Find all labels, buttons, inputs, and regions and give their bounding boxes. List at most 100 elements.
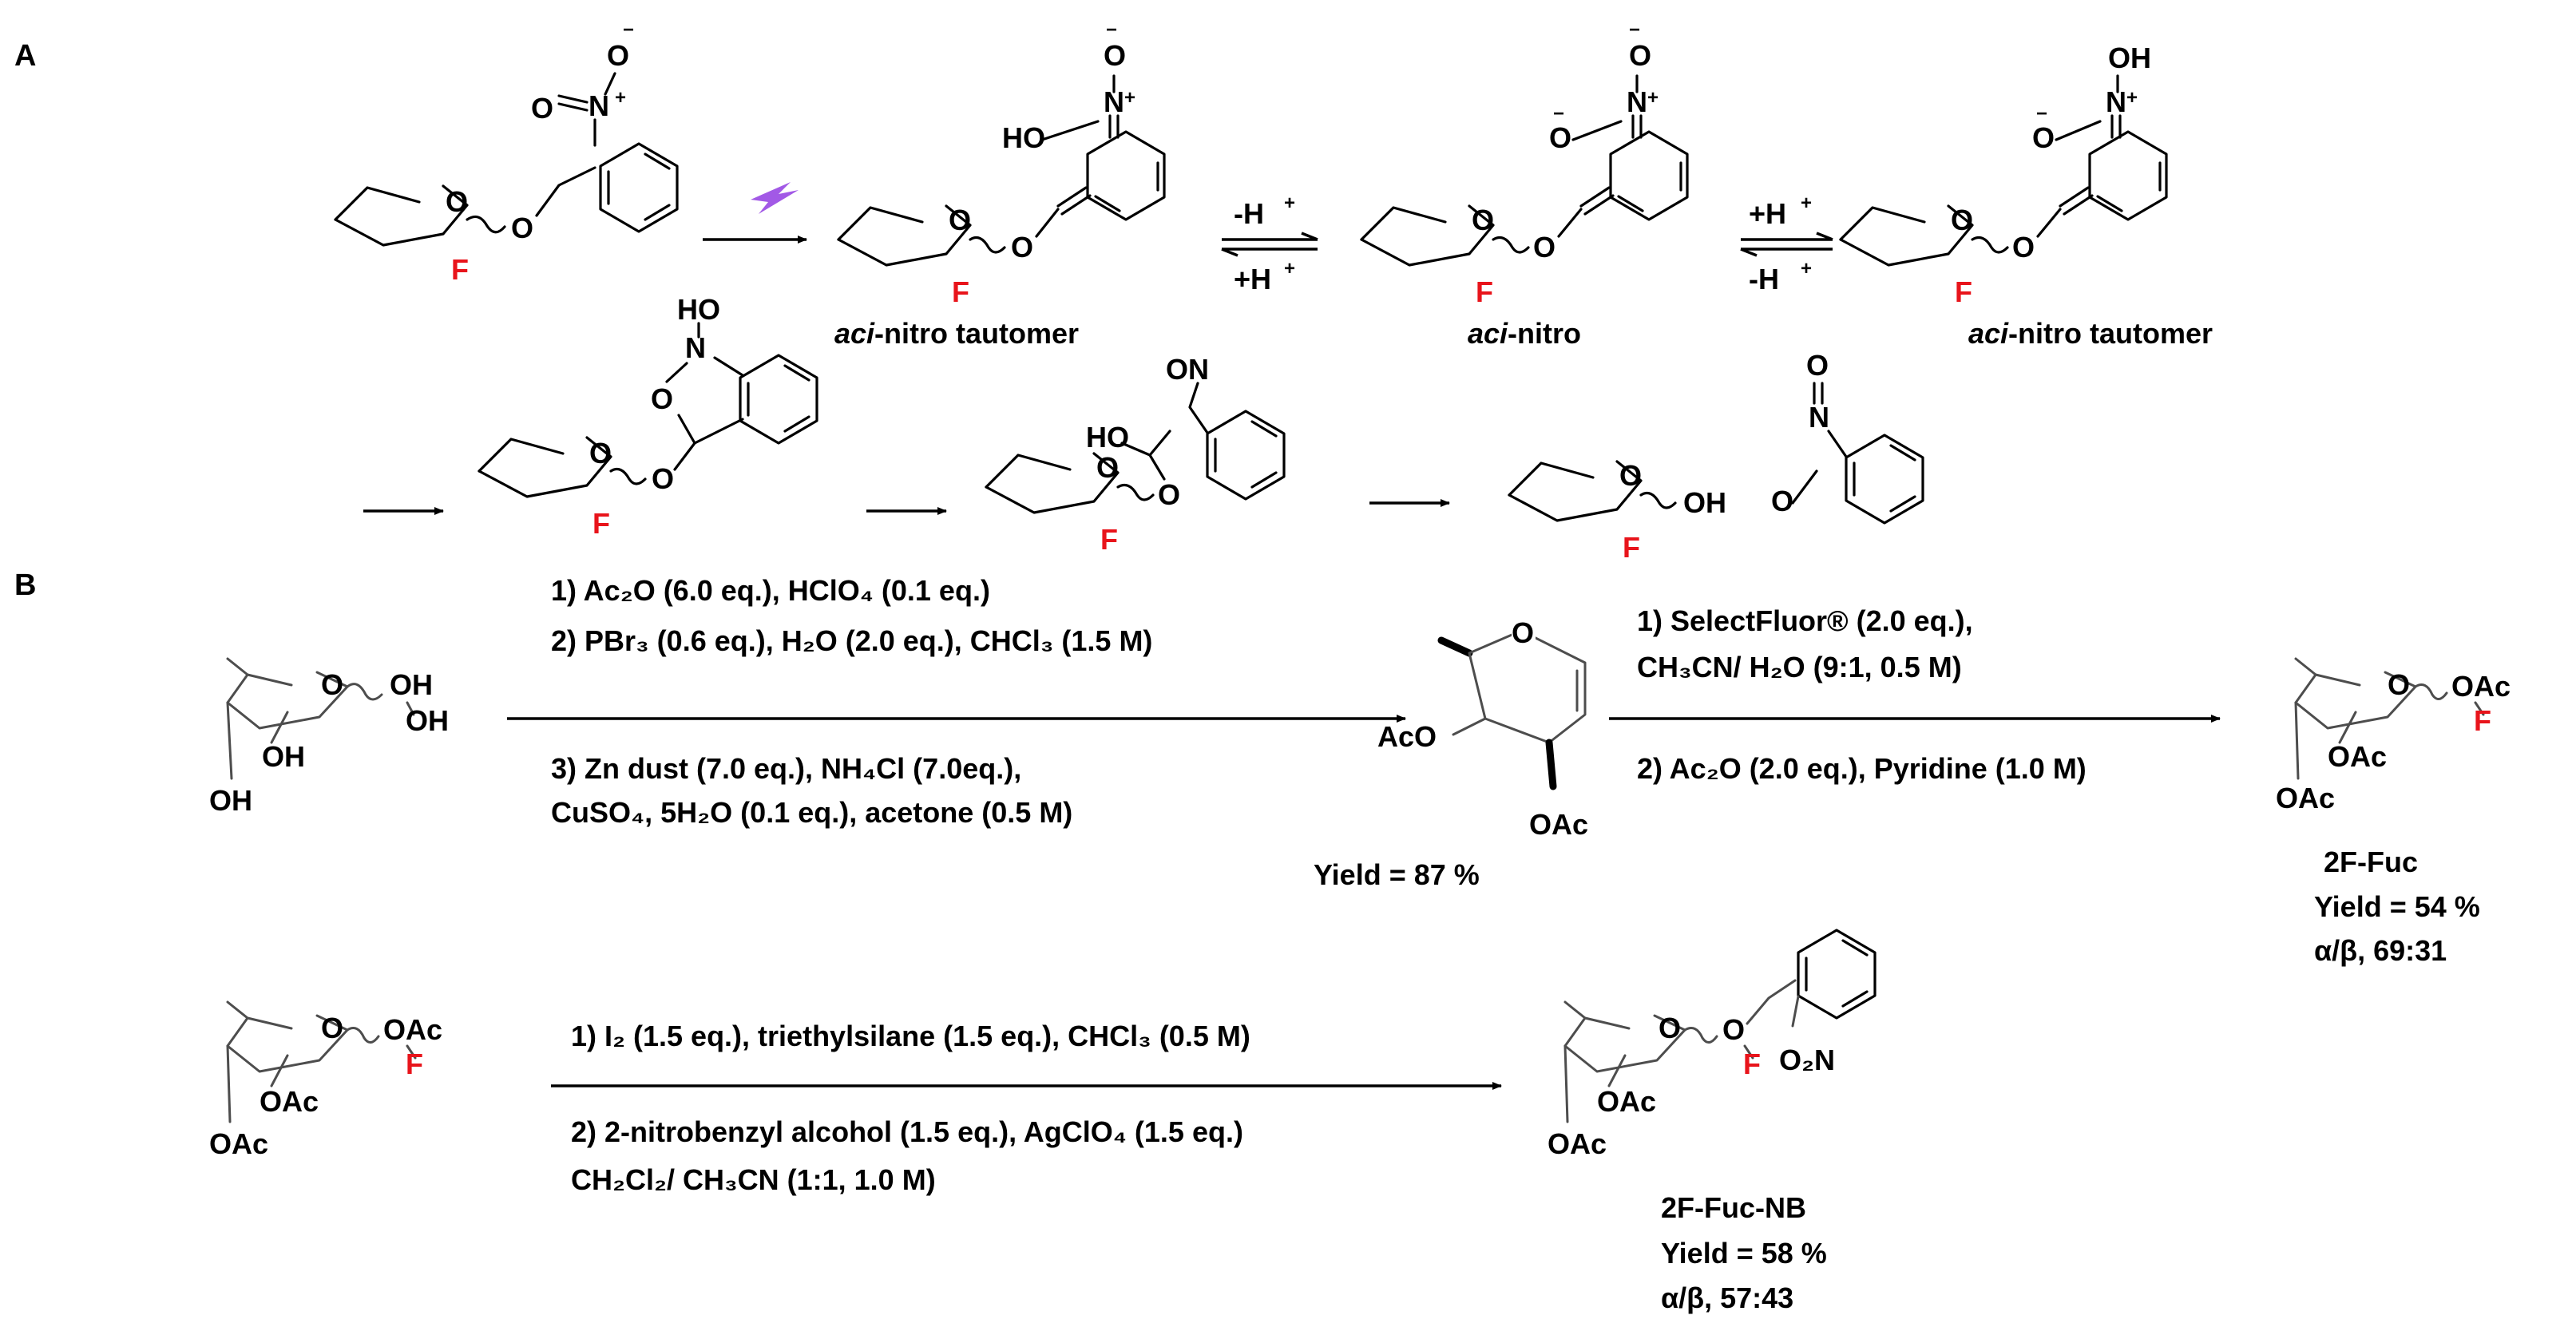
svg-text:O: O: [651, 382, 673, 415]
structure-b4-2f-fuc: O OAc F OAc OAc: [209, 1000, 442, 1160]
svg-text:−: −: [1629, 19, 1640, 41]
svg-text:O: O: [589, 437, 612, 469]
svg-text:+: +: [615, 87, 626, 109]
svg-text:−: −: [2036, 103, 2047, 125]
structure-a4: O F O N + O − OH aci-nitro tautomer: [1839, 42, 2213, 350]
svg-text:OAc: OAc: [1597, 1085, 1656, 1118]
svg-text:OH: OH: [390, 668, 433, 701]
glycosidic-oxygen: O: [511, 212, 533, 244]
step1-conditions: 1) Ac₂O (6.0 eq.), HClO₄ (0.1 eq.) 2) PB…: [551, 574, 1152, 829]
svg-text:O: O: [2388, 668, 2410, 701]
svg-text:OAc: OAc: [2276, 782, 2335, 814]
caption-aci-nitro-tautomer-1: aci-nitro tautomer: [834, 317, 1079, 350]
structure-a6: O F O HO ON: [985, 353, 1286, 556]
svg-text:2) PBr₃ (0.6 eq.), H₂O (2.0 eq: 2) PBr₃ (0.6 eq.), H₂O (2.0 eq.), CHCl₃ …: [551, 624, 1152, 657]
svg-text:O: O: [2012, 231, 2035, 263]
svg-text:O: O: [1722, 1013, 1745, 1046]
svg-text:F: F: [952, 275, 969, 308]
glycal-yield: Yield = 87 %: [1314, 858, 1480, 891]
svg-text:ON: ON: [1166, 353, 1209, 386]
equilibrium-arrows-1: -H + +H +: [1221, 192, 1318, 295]
svg-text:OH: OH: [209, 784, 252, 817]
svg-text:CH₃CN/ H₂O (9:1, 0.5 M): CH₃CN/ H₂O (9:1, 0.5 M): [1637, 651, 1962, 683]
svg-text:+H: +H: [1749, 197, 1786, 230]
svg-text:O: O: [949, 204, 971, 236]
svg-text:O: O: [2032, 121, 2055, 154]
panel-label-a: A: [14, 39, 36, 73]
svg-text:2) Ac₂O (2.0 eq.), Pyridine (1: 2) Ac₂O (2.0 eq.), Pyridine (1.0 M): [1637, 752, 2087, 785]
product1-ratio: α/β, 69:31: [2314, 934, 2447, 967]
svg-text:F: F: [1476, 275, 1493, 308]
product2-name: 2F-Fuc-NB: [1661, 1191, 1806, 1224]
svg-text:F: F: [1743, 1048, 1761, 1080]
svg-text:OAc: OAc: [209, 1127, 268, 1160]
svg-text:-H: -H: [1749, 263, 1779, 295]
svg-text:OAc: OAc: [1529, 808, 1588, 841]
fluorine-atom: F: [451, 253, 469, 286]
svg-text:HO: HO: [1086, 421, 1129, 454]
structure-a2: O F O N + HO O − aci-nitro tautomer: [834, 19, 1166, 350]
svg-text:O: O: [1096, 451, 1119, 484]
svg-text:O: O: [1512, 616, 1534, 649]
svg-text:N: N: [685, 331, 706, 364]
svg-text:O: O: [1158, 478, 1180, 511]
caption-aci-nitro: aci-nitro: [1468, 317, 1581, 350]
svg-text:F: F: [1955, 275, 1972, 308]
svg-text:O: O: [1951, 204, 1973, 236]
svg-text:N: N: [2106, 85, 2126, 118]
svg-text:O: O: [1806, 349, 1829, 382]
svg-text:3) Zn dust (7.0 eq.), NH₄Cl (7: 3) Zn dust (7.0 eq.), NH₄Cl (7.0eq.),: [551, 752, 1021, 785]
ring-oxygen: O: [446, 185, 468, 218]
equilibrium-arrows-2: +H + -H +: [1740, 192, 1833, 295]
svg-text:OH: OH: [262, 740, 305, 773]
svg-text:O: O: [321, 668, 343, 701]
structure-b5-2f-fuc-nb: O O O₂N F OAc OAc 2F-Fuc-NB Yield = 58 %…: [1548, 929, 1877, 1314]
svg-text:+: +: [1801, 192, 1812, 214]
svg-text:OAc: OAc: [2328, 740, 2387, 773]
svg-text:+: +: [1801, 258, 1812, 279]
svg-text:−: −: [623, 19, 634, 41]
svg-text:F: F: [2474, 704, 2491, 737]
svg-text:O: O: [607, 39, 629, 72]
svg-text:AcO: AcO: [1377, 720, 1437, 753]
structure-a8: O N O: [1771, 349, 1924, 525]
svg-text:OAc: OAc: [1548, 1127, 1607, 1160]
svg-text:CH₂Cl₂/ CH₃CN (1:1, 1.0 M): CH₂Cl₂/ CH₃CN (1:1, 1.0 M): [571, 1163, 936, 1196]
svg-text:HO: HO: [677, 293, 720, 326]
structure-a5: O F O O N HO: [478, 293, 818, 540]
svg-text:F: F: [1100, 523, 1118, 556]
svg-text:O: O: [1472, 204, 1494, 236]
svg-text:−: −: [1553, 103, 1564, 125]
structure-b1-fucose: O OH OH OH OH: [209, 657, 449, 817]
svg-text:O: O: [1104, 39, 1126, 72]
svg-text:+: +: [2126, 87, 2138, 109]
svg-text:O₂N: O₂N: [1779, 1044, 1835, 1076]
lightning-bolt-icon: [751, 182, 799, 214]
svg-text:OAc: OAc: [260, 1085, 319, 1118]
svg-text:OH: OH: [406, 704, 449, 737]
product2-yield: Yield = 58 %: [1661, 1237, 1827, 1270]
svg-text:O: O: [1011, 231, 1033, 263]
svg-text:HO: HO: [1002, 121, 1045, 154]
svg-text:O: O: [1771, 485, 1793, 517]
step3-conditions: 1) I₂ (1.5 eq.), triethylsilane (1.5 eq.…: [571, 1020, 1250, 1196]
svg-text:N: N: [1809, 401, 1829, 434]
caption-aci-nitro-tautomer-2: aci-nitro tautomer: [1968, 317, 2213, 350]
structure-a1: O F O N + O O −: [334, 19, 679, 286]
svg-text:−: −: [1106, 19, 1117, 41]
svg-text:F: F: [406, 1048, 423, 1080]
svg-text:1) Ac₂O (6.0 eq.), HClO₄ (0.1: 1) Ac₂O (6.0 eq.), HClO₄ (0.1 eq.): [551, 574, 990, 607]
structure-a7: O F OH: [1508, 459, 1726, 564]
svg-text:-H: -H: [1234, 197, 1264, 230]
step2-conditions: 1) SelectFluor® (2.0 eq.), CH₃CN/ H₂O (9…: [1637, 604, 2087, 785]
product1-yield: Yield = 54 %: [2314, 890, 2480, 923]
svg-text:1) SelectFluor® (2.0 eq.),: 1) SelectFluor® (2.0 eq.),: [1637, 604, 1973, 637]
panel-label-b: B: [14, 568, 36, 602]
svg-text:+: +: [1284, 192, 1295, 214]
product1-name: 2F-Fuc: [2324, 846, 2418, 878]
structure-b3-2f-fuc: O OAc F OAc OAc 2F-Fuc Yield = 54 % α/β,…: [2276, 657, 2511, 967]
svg-text:+: +: [1124, 87, 1135, 109]
svg-text:O: O: [531, 92, 553, 125]
svg-text:OAc: OAc: [383, 1013, 442, 1046]
